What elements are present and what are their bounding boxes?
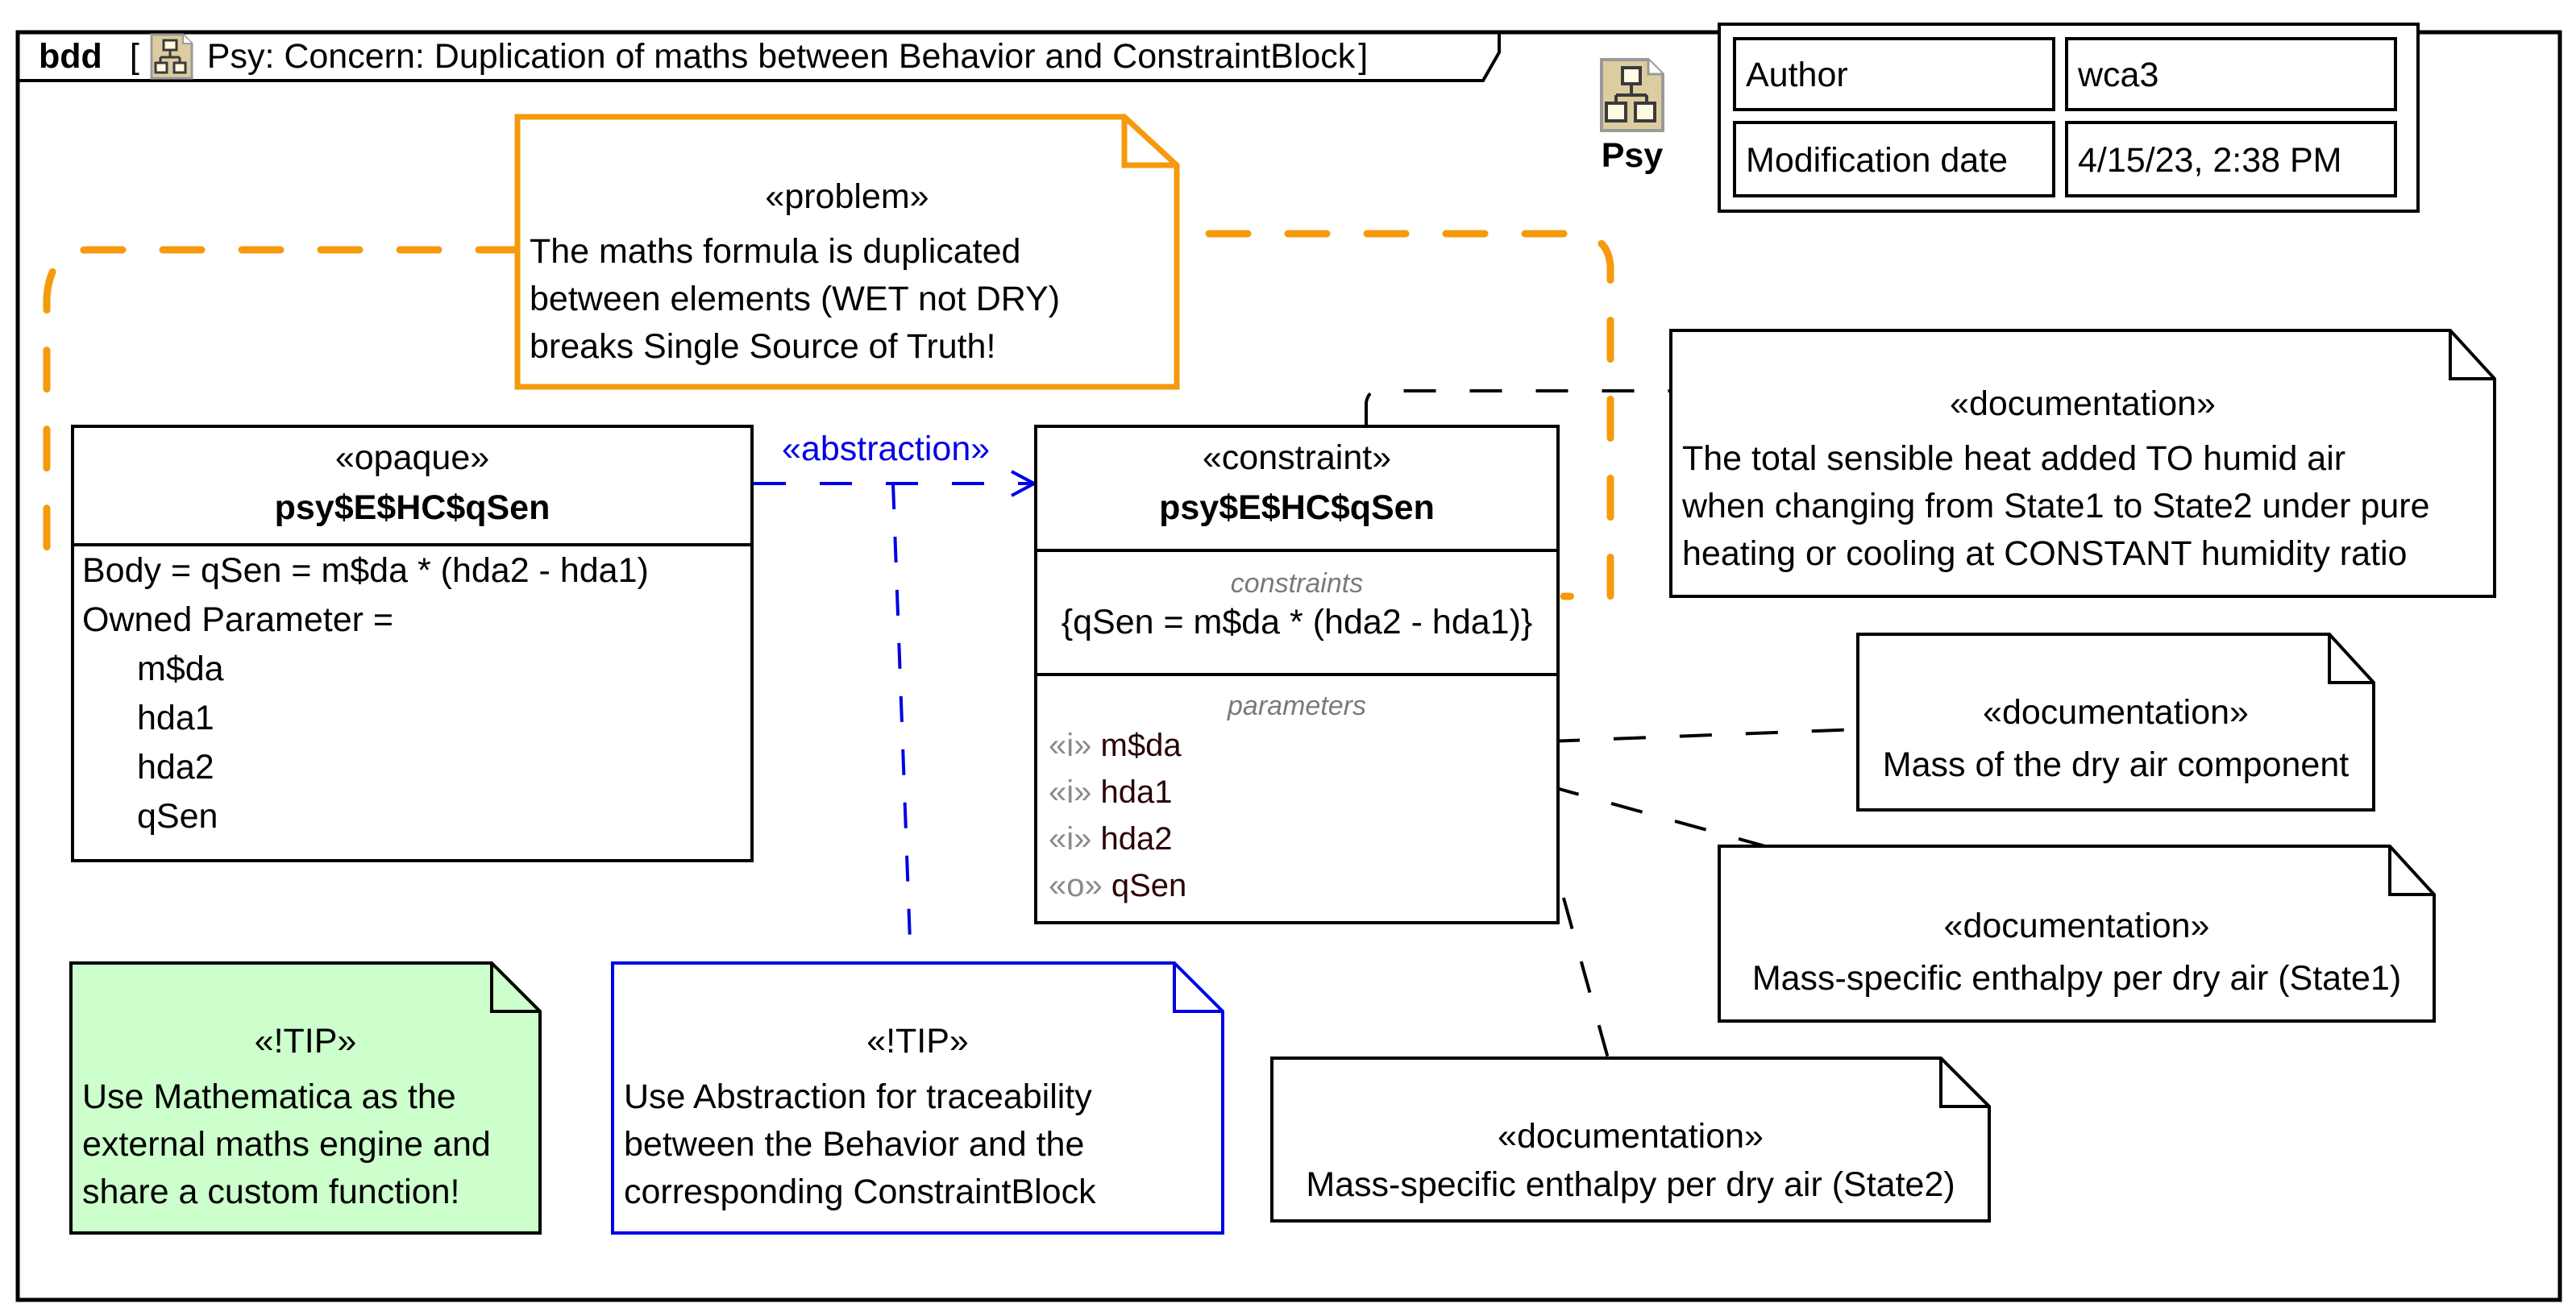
constraint-name: psy$E$HC$qSen xyxy=(1159,488,1435,527)
opaque-name: psy$E$HC$qSen xyxy=(274,488,551,527)
doc-line: Mass of the dry air component xyxy=(1882,745,2350,784)
abstraction-arrowhead xyxy=(1011,470,1038,497)
doc-line: heating or cooling at CONSTANT humidity … xyxy=(1682,534,2408,573)
doc-line: Mass-specific enthalpy per dry air (Stat… xyxy=(1306,1165,1955,1204)
doc-stereotype: «documentation» xyxy=(1950,384,2216,423)
info-value: 4/15/23, 2:38 PM xyxy=(2065,121,2397,197)
doc-stereotype: «documentation» xyxy=(1498,1117,1764,1156)
problem-line: breaks Single Source of Truth! xyxy=(530,327,996,366)
diagram-kind: bdd xyxy=(39,37,102,76)
constraint-parameter[interactable]: «o» qSen xyxy=(1049,862,1556,909)
tip-note-abstraction[interactable]: «!TIP» Use Abstraction for traceability … xyxy=(613,963,1223,1233)
param-direction: «i» xyxy=(1049,728,1092,763)
abstraction-label[interactable]: «abstraction» xyxy=(782,430,991,468)
package-name: Psy xyxy=(1601,136,1664,175)
frame-header: bdd [ Psy: Concern: Duplication of maths… xyxy=(39,32,1368,81)
package-diagram-icon xyxy=(1598,56,1666,134)
tip-line: Use Abstraction for traceability xyxy=(624,1077,1092,1116)
parameters-compartment: parameters «i» m$da «i» hda1 «i» hda2 «o… xyxy=(1037,673,1556,909)
documentation-note[interactable]: «documentation» Mass-specific enthalpy p… xyxy=(1272,1058,1989,1221)
doc3-anchor-line xyxy=(1547,784,1766,848)
doc-line: The total sensible heat added TO humid a… xyxy=(1682,439,2346,478)
owned-parameter: m$da xyxy=(137,650,224,688)
doc-line: when changing from State1 to State2 unde… xyxy=(1682,487,2430,525)
documentation-note[interactable]: «documentation» The total sensible heat … xyxy=(1671,330,2495,596)
param-direction: «o» xyxy=(1049,868,1103,903)
constraint-parameter[interactable]: «i» hda1 xyxy=(1049,769,1556,816)
constraint-expression: {qSen = m$da * (hda2 - hda1)} xyxy=(1061,603,1533,641)
info-table: Author wca3 Modification date 4/15/23, 2… xyxy=(1733,37,2397,197)
constraint-header: «constraint» psy$E$HC$qSen xyxy=(1037,428,1556,549)
owned-parameter: hda1 xyxy=(137,699,214,737)
param-name: hda1 xyxy=(1100,774,1173,810)
opaque-body-compartment: Body = qSen = m$da * (hda2 - hda1) Owned… xyxy=(74,543,750,841)
tip-line: between the Behavior and the xyxy=(624,1125,1085,1164)
problem-line: between elements (WET not DRY) xyxy=(530,280,1061,318)
info-row-modification-date: Modification date 4/15/23, 2:38 PM xyxy=(1733,121,2397,197)
class-diagram-icon xyxy=(149,32,194,81)
constraint-parameter[interactable]: «i» hda2 xyxy=(1049,816,1556,862)
info-row-author: Author wca3 xyxy=(1733,37,2397,111)
title-close-bracket: ] xyxy=(1358,37,1369,76)
tip-line: Use Mathematica as the xyxy=(82,1077,456,1116)
problem-note[interactable]: «problem» The maths formula is duplicate… xyxy=(517,117,1177,387)
doc-stereotype: «documentation» xyxy=(1983,693,2249,732)
constraints-label: constraints xyxy=(1230,568,1364,599)
info-value: wca3 xyxy=(2065,37,2397,111)
doc-stereotype: «documentation» xyxy=(1943,907,2210,945)
constraint-parameter[interactable]: «i» m$da xyxy=(1049,722,1556,769)
param-name: hda2 xyxy=(1100,821,1173,857)
problem-line: The maths formula is duplicated xyxy=(530,232,1021,271)
tip-stereotype: «!TIP» xyxy=(254,1022,357,1061)
opaque-behavior-block[interactable]: «opaque» psy$E$HC$qSen Body = qSen = m$d… xyxy=(71,425,754,862)
package-shortcut[interactable]: Psy xyxy=(1592,56,1672,177)
title-open-bracket: [ xyxy=(129,37,139,76)
opaque-stereotype: «opaque» xyxy=(334,438,490,477)
constraint-block[interactable]: «constraint» psy$E$HC$qSen constraints {… xyxy=(1034,425,1560,924)
tip-line: external maths engine and xyxy=(82,1125,491,1164)
tip-stereotype: «!TIP» xyxy=(866,1022,969,1061)
param-direction: «i» xyxy=(1049,821,1092,857)
constraints-compartment: constraints {qSen = m$da * (hda2 - hda1)… xyxy=(1037,549,1556,673)
info-key: Modification date xyxy=(1733,121,2055,197)
tip-anchor-line xyxy=(891,483,912,964)
tip-line: share a custom function! xyxy=(82,1173,460,1211)
documentation-note[interactable]: «documentation» Mass of the dry air comp… xyxy=(1858,634,2374,810)
opaque-header: «opaque» psy$E$HC$qSen xyxy=(74,428,750,543)
doc-line: Mass-specific enthalpy per dry air (Stat… xyxy=(1751,959,2402,998)
owned-parameter: qSen xyxy=(137,797,218,836)
param-direction: «i» xyxy=(1049,774,1092,810)
problem-stereotype: «problem» xyxy=(765,177,929,216)
opaque-body: Body = qSen = m$da * (hda2 - hda1) xyxy=(82,551,649,590)
constraint-stereotype: «constraint» xyxy=(1202,438,1392,477)
owned-parameter: hda2 xyxy=(137,748,214,787)
doc1-anchor-line xyxy=(1365,389,1671,425)
diagram-title: Psy: Concern: Duplication of maths betwe… xyxy=(206,37,1356,76)
doc2-anchor-line xyxy=(1547,728,1859,743)
documentation-note[interactable]: «documentation» Mass-specific enthalpy p… xyxy=(1719,846,2434,1021)
tip-note-mathematica[interactable]: «!TIP» Use Mathematica as the external m… xyxy=(71,963,540,1233)
tip-line: corresponding ConstraintBlock xyxy=(624,1173,1096,1211)
param-name: qSen xyxy=(1111,868,1187,903)
param-name: m$da xyxy=(1100,728,1182,763)
info-key: Author xyxy=(1733,37,2055,111)
parameters-label: parameters xyxy=(1228,691,1366,721)
owned-parameter-label: Owned Parameter = xyxy=(82,600,393,639)
